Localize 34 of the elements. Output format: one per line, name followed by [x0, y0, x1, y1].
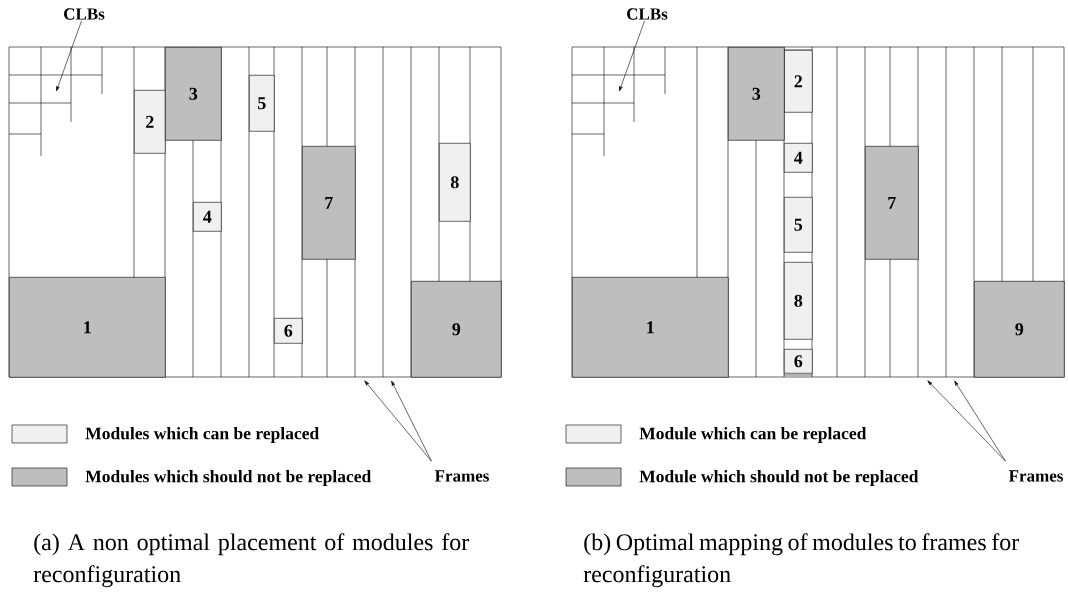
annotation-label: CLBs [64, 8, 105, 20]
legend-label: Module which can be replaced [639, 427, 867, 443]
module-box: 8 [784, 262, 813, 340]
legend-label: Modules which should not be replaced [85, 470, 372, 486]
module-box: 9 [411, 281, 502, 378]
module-box: 4 [193, 202, 222, 232]
caption: (a) A non optimal placement of modules for reconfiguration [33, 533, 469, 588]
module-box: 6 [274, 318, 303, 344]
module-box: 5 [249, 75, 275, 132]
module-box: 9 [974, 281, 1065, 378]
module-box: 3 [165, 47, 222, 141]
module-box: 7 [865, 146, 919, 260]
arrow [56, 20, 82, 92]
caption: (b) Optimal mapping of modules to frames for reconfiguration [583, 533, 1019, 588]
module-box: 1 [572, 277, 729, 378]
module-box: 4 [784, 143, 813, 173]
legend-label: Module which should not be replaced [639, 470, 919, 486]
arrow [619, 20, 645, 92]
annotation-label: Frames [1008, 470, 1063, 482]
arrow [364, 380, 432, 462]
module-box: 2 [134, 90, 166, 154]
module-box: 1 [9, 277, 166, 378]
arrow [927, 380, 1006, 462]
annotation-label: Frames [434, 470, 489, 482]
module-box: 8 [439, 143, 471, 222]
module-box: 2 [784, 50, 813, 113]
annotation-label: CLBs [627, 8, 668, 20]
module-box: 7 [302, 146, 356, 260]
module-box: 3 [728, 47, 785, 141]
module-box: 6 [784, 349, 813, 374]
arrow [391, 380, 432, 462]
module-box: 5 [784, 197, 813, 253]
arrow [954, 380, 1006, 462]
legend-label: Modules which can be replaced [85, 427, 319, 443]
